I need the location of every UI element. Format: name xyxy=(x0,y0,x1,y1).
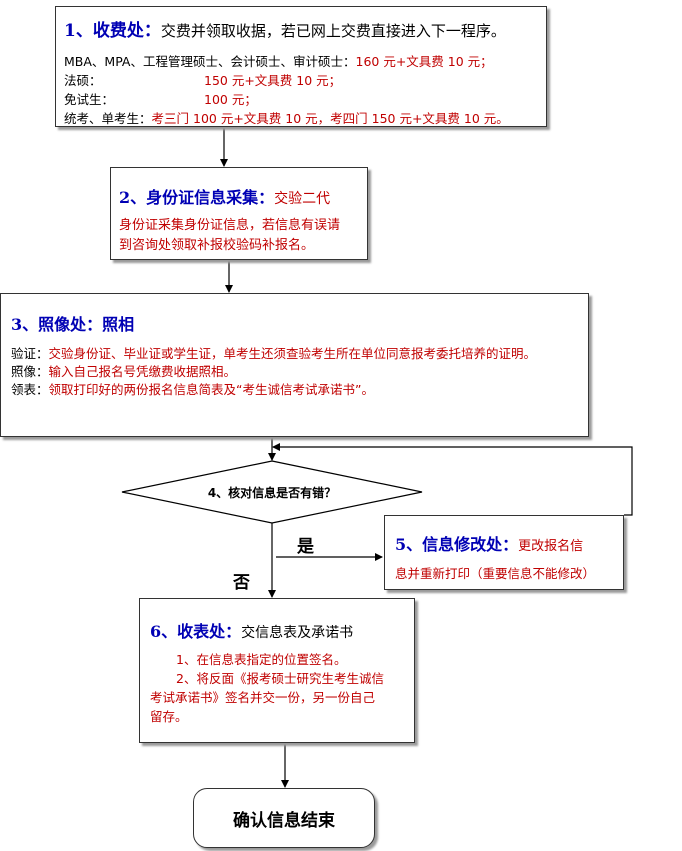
fee-label: 法硕： xyxy=(64,73,102,88)
step5-modify-box: 5、信息修改处：更改报名信 息并重新打印（重要信息不能修改） xyxy=(384,515,624,590)
row-label: 验证： xyxy=(11,346,49,361)
step6-subtitle: 交信息表及承诺书 xyxy=(241,625,354,641)
step6-item1: 1、在信息表指定的位置签名。 xyxy=(176,652,347,667)
step6-item2-line2: 考试承诺书》签名并交一份，另一份自己 xyxy=(150,690,376,705)
fee-label: 免试生： xyxy=(64,92,115,107)
fee-label: MBA、MPA、工程管理硕士、会计硕士、审计硕士： xyxy=(64,54,356,69)
step3-row-photo: 照像：输入自己报名号凭缴费收据照相。 xyxy=(11,363,536,381)
step2-detail-line1: 交验二代 xyxy=(274,191,331,207)
row-value: 交验身份证、毕业证或学生证，单考生还须查验考生所在单位同意报考委托培养的证明。 xyxy=(48,346,537,361)
row-label: 领表： xyxy=(11,382,49,397)
step3-row-verify: 验证：交验身份证、毕业证或学生证，单考生还须查验考生所在单位同意报考委托培养的证… xyxy=(11,345,536,363)
loop-back-line xyxy=(272,443,633,516)
step1-payment-box: 1、收费处：交费并领取收据，若已网上交费直接进入下一程序。 MBA、MPA、工程… xyxy=(55,6,547,127)
fee-row-law: 法硕： 150 元+文具费 10 元； xyxy=(64,71,509,90)
step5-detail-line1: 更改报名信 xyxy=(518,539,584,554)
row-value: 输入自己报名号凭缴费收据照相。 xyxy=(48,364,237,379)
step2-title: 2、身份证信息采集： xyxy=(119,188,275,207)
fee-row-mba: MBA、MPA、工程管理硕士、会计硕士、审计硕士：160 元+文具费 10 元； xyxy=(64,52,509,71)
fee-value: 100 元； xyxy=(204,92,257,107)
edge-label-no: 否 xyxy=(233,573,250,593)
fee-row-exempt: 免试生： 100 元； xyxy=(64,90,509,109)
decision-text: 4、核对信息是否有错？ xyxy=(207,486,337,500)
step3-photo-box: 3、照像处：照相 验证：交验身份证、毕业证或学生证，单考生还须查验考生所在单位同… xyxy=(0,293,589,437)
row-label: 照像： xyxy=(11,364,49,379)
step1-title: 1、收费处： xyxy=(64,21,161,41)
fee-value: 150 元+文具费 10 元； xyxy=(204,73,342,88)
step5-title: 5、信息修改处： xyxy=(395,535,519,554)
edge-label-yes: 是 xyxy=(297,537,314,557)
step5-detail-line2: 息并重新打印（重要信息不能修改） xyxy=(395,566,596,581)
fee-value: 160 元+文具费 10 元； xyxy=(355,54,493,69)
end-terminal: 确认信息结束 xyxy=(193,788,375,848)
step6-title: 6、收表处： xyxy=(150,622,242,641)
fee-label: 统考、单考生： xyxy=(64,111,152,126)
end-text: 确认信息结束 xyxy=(233,811,335,831)
step2-detail-line3: 到咨询处领取补报校验码补报名。 xyxy=(119,238,315,253)
step3-title: 3、照像处：照相 xyxy=(11,315,135,334)
fee-row-unified: 统考、单考生：考三门 100 元+文具费 10 元，考四门 150 元+文具费 … xyxy=(64,109,509,128)
step6-item2-line3: 留存。 xyxy=(150,709,188,724)
fee-value: 考三门 100 元+文具费 10 元，考四门 150 元+文具费 10 元。 xyxy=(151,111,509,126)
step6-item2-line1: 2、将反面《报考硕士研究生考生诚信 xyxy=(176,671,384,686)
step2-detail-line2: 身份证采集身份证信息，若信息有误请 xyxy=(119,218,341,233)
step1-subtitle: 交费并领取收据，若已网上交费直接进入下一程序。 xyxy=(160,22,506,40)
step3-row-form: 领表：领取打印好的两份报名信息简表及“考生诚信考试承诺书”。 xyxy=(11,381,536,399)
row-value: 领取打印好的两份报名信息简表及“考生诚信考试承诺书”。 xyxy=(48,382,374,397)
step2-id-info-box: 2、身份证信息采集：交验二代 身份证采集身份证信息，若信息有误请 到咨询处领取补… xyxy=(110,167,368,260)
step6-collect-box: 6、收表处：交信息表及承诺书 1、在信息表指定的位置签名。 2、将反面《报考硕士… xyxy=(139,598,415,743)
